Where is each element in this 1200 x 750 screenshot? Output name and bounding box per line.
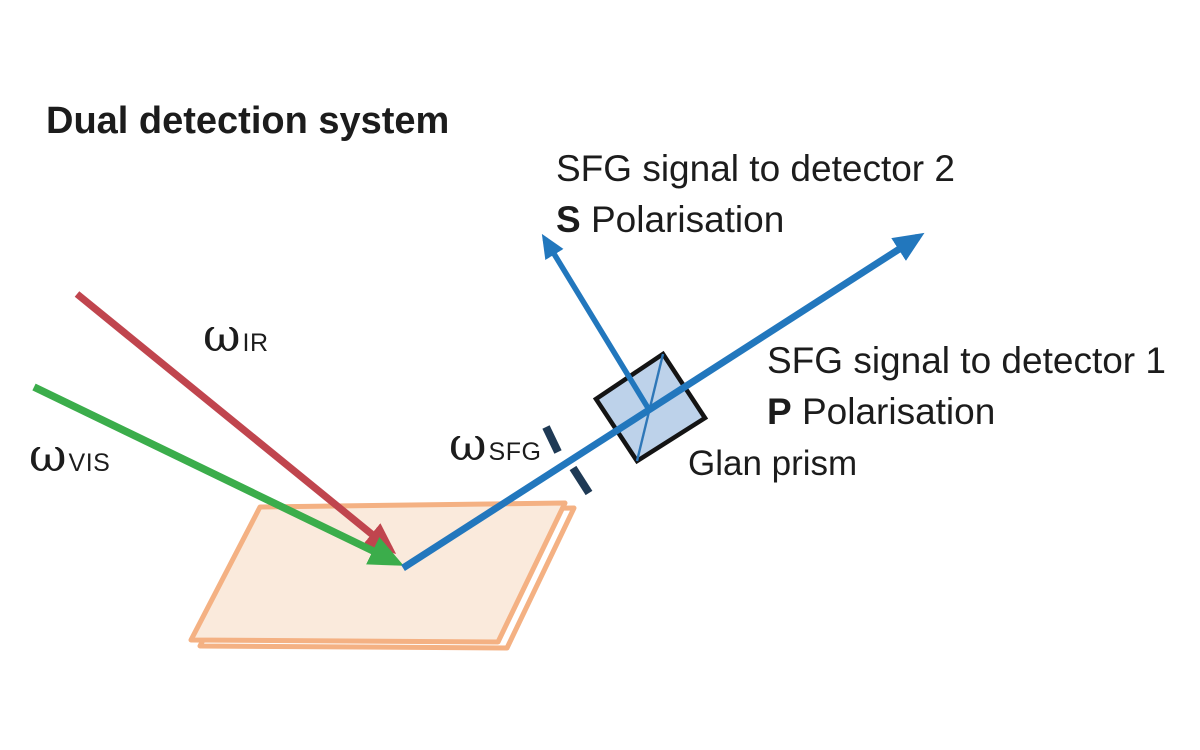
omega-vis-label: ω VIS: [29, 432, 110, 478]
omega-ir-subscript: IR: [242, 329, 269, 357]
detector1-line1: SFG signal to detector 1: [767, 340, 1166, 381]
omega-sfg-subscript: SFG: [488, 438, 542, 466]
vis-beam-arrow: [32, 383, 404, 566]
s-polarised-beam-arrow: [541, 233, 651, 410]
detector1-label: SFG signal to detector 1 P Polarisation: [767, 335, 1166, 437]
page-title: Dual detection system: [46, 100, 450, 142]
omega-sfg-label: ω SFG: [449, 421, 541, 467]
omega-ir-symbol: ω: [203, 308, 241, 362]
detector2-line1: SFG signal to detector 2: [556, 148, 955, 189]
sample-surface-front: [188, 500, 568, 645]
sfg-beam-arrow: [401, 232, 925, 571]
detector2-polarisation-letter: S: [556, 199, 581, 240]
omega-vis-symbol: ω: [29, 428, 67, 482]
slit-mark-lower: [569, 465, 593, 496]
ir-beam-arrow: [74, 291, 397, 555]
omega-sfg-symbol: ω: [449, 417, 487, 471]
detector1-polarisation-letter: P: [767, 391, 792, 432]
detector2-polarisation-text: Polarisation: [590, 199, 785, 240]
detector2-label: SFG signal to detector 2 S Polarisation: [556, 143, 955, 245]
glan-prism-label: Glan prism: [688, 444, 858, 483]
detector1-polarisation-text: Polarisation: [801, 391, 996, 432]
omega-ir-label: ω IR: [203, 312, 269, 358]
omega-vis-subscript: VIS: [68, 449, 111, 477]
detector1-polarisation: P Polarisation: [767, 386, 1166, 437]
slit-mark-upper: [542, 425, 562, 454]
detector2-polarisation: S Polarisation: [556, 194, 955, 245]
